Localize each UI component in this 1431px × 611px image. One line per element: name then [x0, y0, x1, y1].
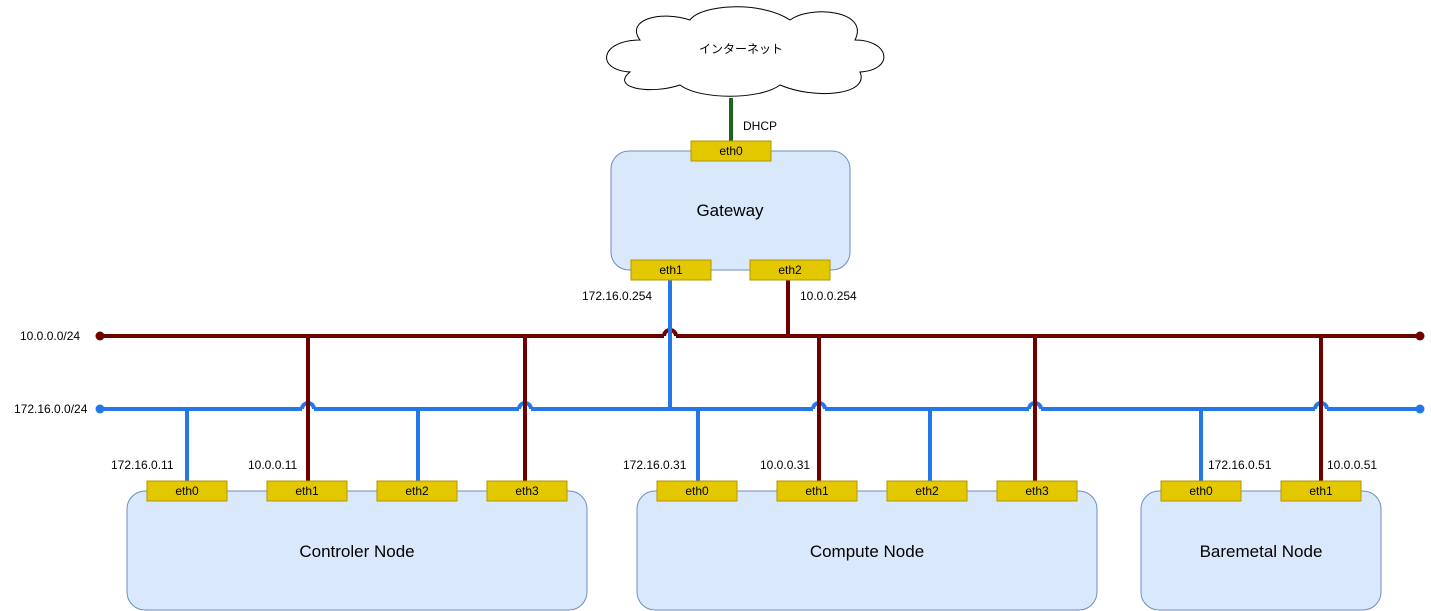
baremetal-eth0-port — [1160, 480, 1242, 502]
controller-eth3-port — [486, 480, 568, 502]
baremetal-eth0-label: eth0 — [1189, 484, 1213, 498]
controller-eth2-label: eth2 — [405, 484, 429, 498]
compute-eth2-port — [886, 480, 968, 502]
compute-title: Compute Node — [810, 542, 924, 561]
dhcp-label: DHCP — [743, 119, 777, 133]
gateway-eth2-port — [749, 259, 831, 281]
internet-cloud-icon — [606, 6, 885, 97]
svc-network-bus — [95, 401, 1425, 414]
controller-box — [126, 490, 588, 611]
compute-eth0-label: eth0 — [685, 484, 709, 498]
compute-eth1-ip: 10.0.0.31 — [760, 458, 810, 472]
gateway-eth1-ip: 172.16.0.254 — [582, 289, 652, 303]
gateway-eth0-label: eth0 — [719, 144, 743, 158]
baremetal-eth0-ip: 172.16.0.51 — [1208, 458, 1272, 472]
mgmt-network-label: 10.0.0.0/24 — [20, 329, 80, 343]
gateway-eth1-label: eth1 — [659, 263, 683, 277]
compute-eth2-label: eth2 — [915, 484, 939, 498]
controller-title: Controler Node — [299, 542, 414, 561]
controller-eth2-port — [376, 480, 458, 502]
gateway-eth1-port — [630, 259, 712, 281]
controller-eth0-label: eth0 — [175, 484, 199, 498]
baremetal-eth1-label: eth1 — [1309, 484, 1333, 498]
compute-eth0-ip: 172.16.0.31 — [623, 458, 687, 472]
compute-eth1-label: eth1 — [805, 484, 829, 498]
controller-eth1-port — [266, 480, 348, 502]
compute-eth3-port — [996, 480, 1078, 502]
controller-eth3-label: eth3 — [515, 484, 539, 498]
gateway-eth2-ip: 10.0.0.254 — [800, 289, 857, 303]
svc-network-label: 172.16.0.0/24 — [14, 402, 88, 416]
gateway-eth0-port — [690, 140, 772, 162]
baremetal-title: Baremetal Node — [1200, 542, 1323, 561]
controller-eth1-ip: 10.0.0.11 — [248, 458, 297, 472]
internet-label: インターネット — [699, 42, 783, 56]
gateway-eth2-label: eth2 — [778, 263, 802, 277]
gateway-title: Gateway — [696, 201, 764, 220]
controller-eth0-ip: 172.16.0.11 — [111, 458, 174, 472]
compute-eth0-port — [656, 480, 738, 502]
controller-eth1-label: eth1 — [295, 484, 319, 498]
baremetal-box — [1140, 490, 1382, 611]
controller-eth0-port — [146, 480, 228, 502]
baremetal-eth1-port — [1280, 480, 1362, 502]
compute-eth3-label: eth3 — [1025, 484, 1049, 498]
baremetal-eth1-ip: 10.0.0.51 — [1327, 458, 1377, 472]
mgmt-network-bus — [95, 328, 1425, 341]
compute-eth1-port — [776, 480, 858, 502]
compute-box — [636, 490, 1098, 611]
